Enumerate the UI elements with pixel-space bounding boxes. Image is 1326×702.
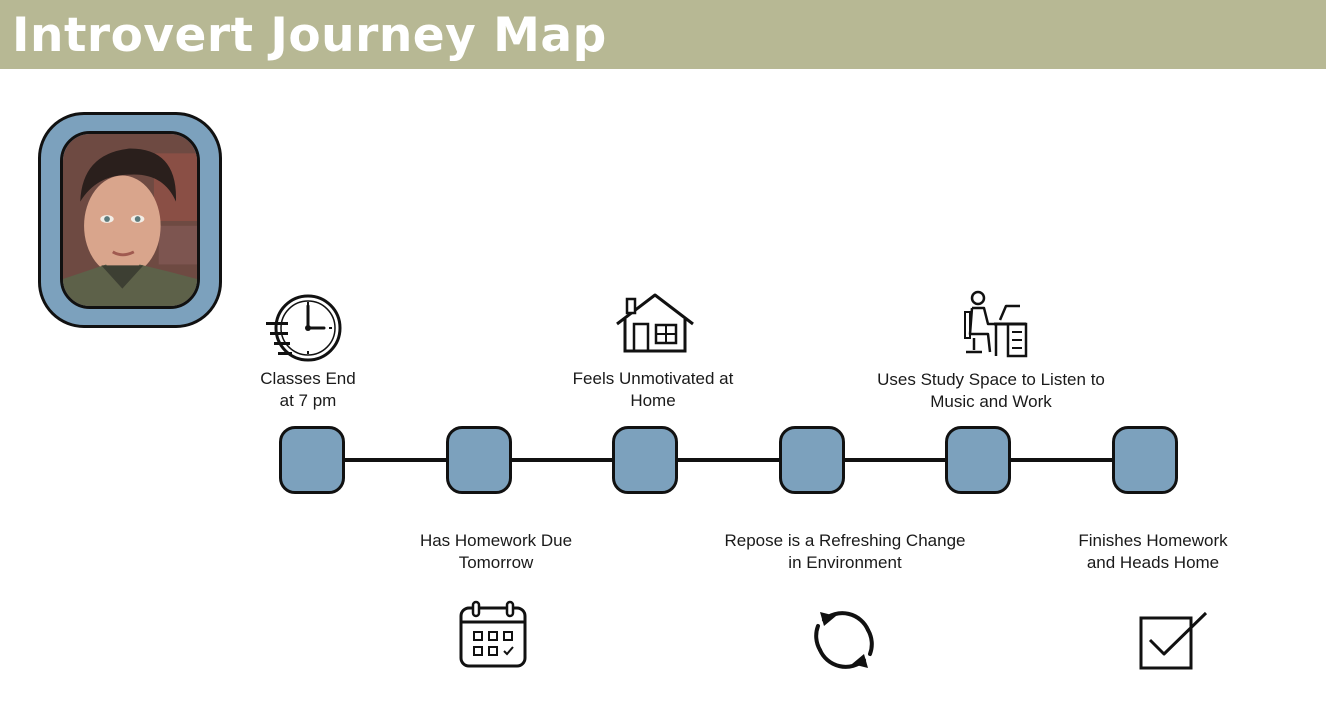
timeline-line [312,458,1144,462]
desk-study-icon [962,290,1028,358]
page-title: Introvert Journey Map [12,8,607,63]
step-label-5: Uses Study Space to Listen to Music and … [877,370,1105,411]
clock-icon [266,292,344,364]
timeline-node-4 [779,426,845,494]
step-label-6: Finishes Homework and Heads Home [1078,531,1228,572]
timeline-node-3 [612,426,678,494]
timeline-node-6 [1112,426,1178,494]
timeline-node-5 [945,426,1011,494]
persona-avatar-frame [38,112,222,328]
calendar-icon [458,600,528,670]
persona-avatar [60,131,200,309]
step-label-3: Feels Unmotivated at Home [572,369,734,410]
timeline-node-1 [279,426,345,494]
step-label-2: Has Homework Due Tomorrow [419,531,573,572]
timeline-node-2 [446,426,512,494]
step-label-4: Repose is a Refreshing Change in Environ… [724,531,966,572]
refresh-icon [810,604,878,676]
step-label-1: Classes End at 7 pm [260,369,356,410]
checkbox-icon [1138,610,1210,672]
house-icon [614,292,696,354]
title-bar: Introvert Journey Map [0,0,1326,69]
persona-photo-image [63,134,197,306]
